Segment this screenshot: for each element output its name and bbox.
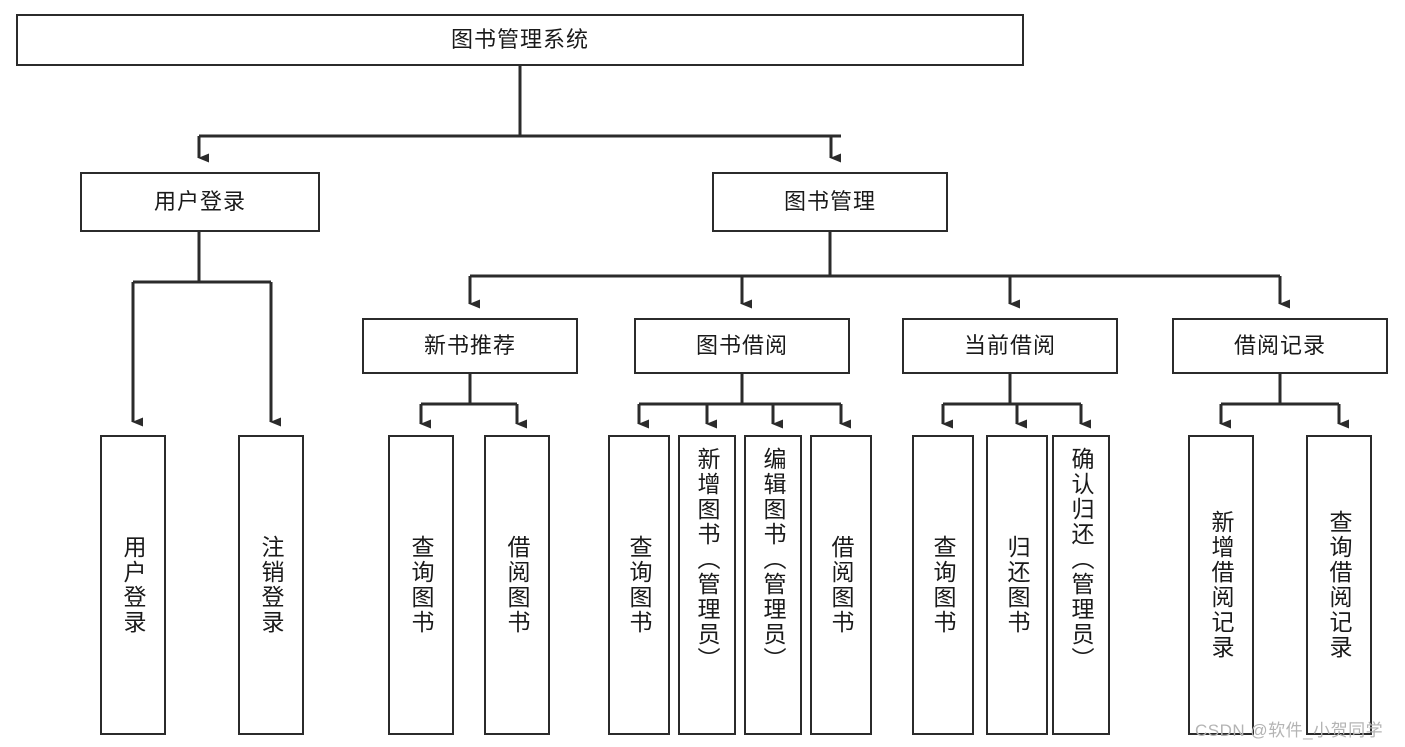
node-label: 归还图书 xyxy=(1004,535,1031,635)
edge-user-login-to-leaves xyxy=(131,232,281,427)
leaf-node-logout-login[interactable]: 注销登录 xyxy=(238,435,304,735)
edge-borrow-record-to-leaves xyxy=(1219,374,1349,429)
node-label: 当前借阅 xyxy=(963,332,1056,358)
leaf-node-borrow-book-recommend[interactable]: 借阅图书 xyxy=(484,435,550,735)
node-label: 图书借阅 xyxy=(695,332,788,358)
node-current-borrow[interactable]: 当前借阅 xyxy=(902,318,1118,374)
node-label: 编辑图书（管理员） xyxy=(760,447,787,672)
node-label: 图书管理系统 xyxy=(450,26,589,52)
node-label: 查询图书 xyxy=(408,535,435,635)
leaf-node-edit-book-admin[interactable]: 编辑图书（管理员） xyxy=(744,435,802,735)
edge-current-borrow-to-leaves xyxy=(941,374,1091,429)
node-label: 新增借阅记录 xyxy=(1208,510,1235,660)
node-label: 注销登录 xyxy=(258,535,285,635)
leaf-node-query-borrow-record[interactable]: 查询借阅记录 xyxy=(1306,435,1372,735)
node-book-manage[interactable]: 图书管理 xyxy=(712,172,948,232)
node-label: 查询图书 xyxy=(626,535,653,635)
leaf-node-return-book[interactable]: 归还图书 xyxy=(986,435,1048,735)
node-label: 借阅图书 xyxy=(504,535,531,635)
node-label: 查询图书 xyxy=(930,535,957,635)
leaf-node-query-book-current[interactable]: 查询图书 xyxy=(912,435,974,735)
node-book-borrow[interactable]: 图书借阅 xyxy=(634,318,850,374)
node-label: 借阅图书 xyxy=(828,535,855,635)
csdn-watermark: CSDN @软件_小贺同学 xyxy=(1195,721,1384,740)
node-label: 确认归还（管理员） xyxy=(1068,447,1095,672)
node-label: 用户登录 xyxy=(120,535,147,635)
edge-book-manage-to-level3 xyxy=(468,232,1290,309)
node-label: 新增图书（管理员） xyxy=(694,447,721,672)
leaf-node-query-book-borrow[interactable]: 查询图书 xyxy=(608,435,670,735)
leaf-node-add-borrow-record[interactable]: 新增借阅记录 xyxy=(1188,435,1254,735)
leaf-node-add-book-admin[interactable]: 新增图书（管理员） xyxy=(678,435,736,735)
node-label: 图书管理 xyxy=(783,188,876,214)
node-borrow-record[interactable]: 借阅记录 xyxy=(1172,318,1388,374)
edge-root-to-level2 xyxy=(197,66,841,163)
node-user-login[interactable]: 用户登录 xyxy=(80,172,320,232)
leaf-node-query-book-recommend[interactable]: 查询图书 xyxy=(388,435,454,735)
node-label: 新书推荐 xyxy=(423,332,516,358)
edge-new-book-rec-to-leaves xyxy=(419,374,527,429)
leaf-node-user-login[interactable]: 用户登录 xyxy=(100,435,166,735)
leaf-node-borrow-book[interactable]: 借阅图书 xyxy=(810,435,872,735)
node-label: 用户登录 xyxy=(153,188,246,214)
leaf-node-confirm-return-admin[interactable]: 确认归还（管理员） xyxy=(1052,435,1110,735)
node-new-book-recommend[interactable]: 新书推荐 xyxy=(362,318,578,374)
node-label: 借阅记录 xyxy=(1233,332,1326,358)
node-root-system[interactable]: 图书管理系统 xyxy=(16,14,1024,66)
edge-book-borrow-to-leaves xyxy=(637,374,851,429)
node-label: 查询借阅记录 xyxy=(1326,510,1353,660)
